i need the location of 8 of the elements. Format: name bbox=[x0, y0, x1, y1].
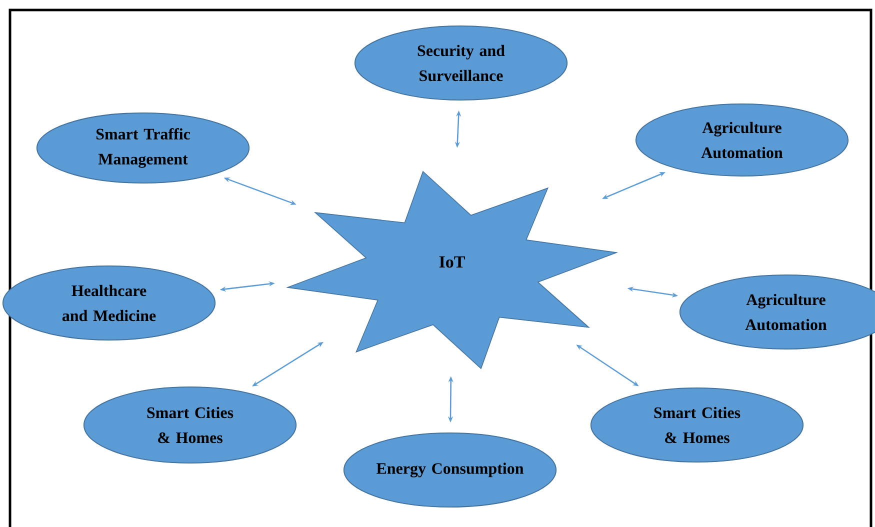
ellipse-node: Agriculture Automation bbox=[635, 104, 849, 176]
ellipse-node: Smart Traffic Management bbox=[36, 112, 250, 184]
ellipse-node: Security and Surveillance bbox=[354, 26, 568, 100]
ellipse-node: Smart Cities & Homes bbox=[83, 386, 297, 464]
ellipse-node: Energy Consumption bbox=[343, 432, 557, 508]
ellipse-node: Smart Cities & Homes bbox=[590, 388, 804, 462]
ellipse-node: Healthcare and Medicine bbox=[2, 266, 216, 340]
ellipse-node: Agriculture Automation bbox=[679, 274, 875, 350]
